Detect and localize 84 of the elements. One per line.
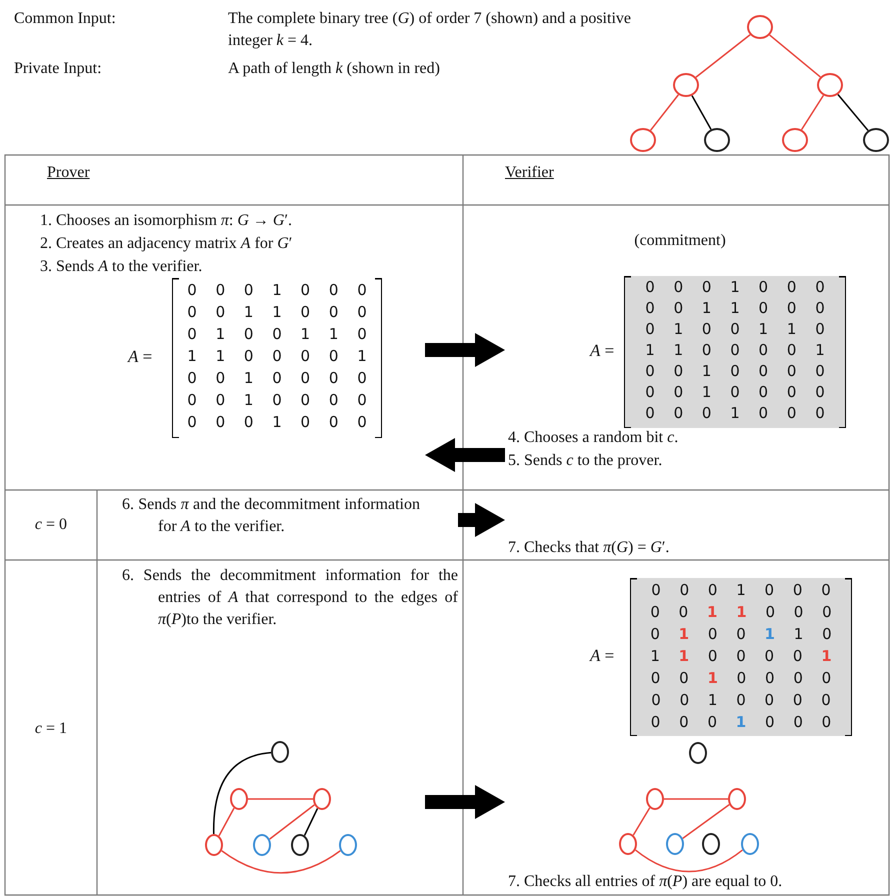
graph-vertex: [728, 788, 746, 810]
matrix-row-text: 0 1 0 0 1 1 0: [186, 324, 368, 345]
graph-edge: [664, 798, 728, 800]
matrix-row-text: 0 0 1 0 0 0 0: [650, 668, 832, 689]
matrix-row-text: 0 0 0 1 0 0 0: [644, 277, 826, 298]
column-heading: Prover: [47, 163, 90, 183]
matrix-row-text: 0 0 1 0 0 0 0: [186, 390, 368, 411]
graph-edge: [635, 849, 743, 872]
graph-edge: [682, 804, 730, 839]
graph-vertex: [673, 73, 699, 97]
graph-vertex: [313, 788, 331, 810]
graph-vertex: [253, 834, 271, 856]
matrix-row-text: 1 1 0 0 0 0 1: [186, 346, 368, 367]
graph-vertex: [291, 834, 309, 856]
step-text: 4. Chooses a random bit c.: [508, 428, 680, 448]
graph-vertex: [271, 741, 289, 763]
graph-vertex: [747, 15, 773, 39]
matrix-row-text: 0 0 0 1 0 0 0: [650, 712, 832, 733]
graph-vertex: [630, 128, 656, 152]
matrix-row-text: 0 0 1 0 0 0 0: [650, 690, 832, 711]
graph-edge: [213, 752, 272, 834]
matrix-label: A =: [590, 341, 614, 361]
matrix-row-text: 0 0 1 0 0 0 0: [644, 382, 826, 403]
graph-edge: [650, 94, 679, 131]
graph-vertex: [230, 788, 248, 810]
input-label: Common Input:: [14, 9, 117, 29]
graph-vertex: [704, 128, 730, 152]
graph-vertex: [619, 833, 637, 855]
adjacency-matrix: [590, 578, 852, 736]
step-text: 1. Chooses an isomorphism π: G → G′.: [40, 211, 293, 231]
matrix-row-text: 1 1 0 0 0 0 1: [644, 340, 826, 361]
graph-vertex: [817, 73, 843, 97]
graph-vertex: [689, 742, 707, 764]
graph-edge: [691, 95, 712, 130]
matrix-row-text: 0 0 0 1 0 0 0: [186, 412, 368, 433]
matrix-row-text: 0 0 1 0 0 0 0: [186, 368, 368, 389]
graph-edge: [695, 34, 751, 78]
graph-vertex: [339, 834, 357, 856]
block-arrow: [425, 438, 505, 472]
graph-vertex: [666, 833, 684, 855]
step-text: 5. Sends c to the prover.: [508, 451, 664, 471]
graph-edge: [304, 808, 318, 836]
column-heading: Verifier: [505, 163, 554, 183]
matrix-row-text: 0 1 0 0 1 1 0: [644, 319, 826, 340]
commitment-note: (commitment): [633, 231, 727, 251]
graph-edge: [632, 807, 650, 836]
graph-vertex: [702, 833, 720, 855]
step-text: 3. Sends A to the verifier.: [40, 257, 204, 277]
graph-vertex: [646, 788, 664, 810]
matrix-row-text: 0 0 0 1 0 0 0: [644, 403, 826, 424]
matrix-row-text: 1 1 0 0 0 0 1: [649, 646, 833, 667]
graph-edge: [800, 94, 824, 130]
matrix-row-text: 0 0 0 1 0 0 0: [650, 580, 832, 601]
step-text: 6. Sends the decommitment information for the entries of A that correspond to the edges of π(P)to the verifier.: [122, 566, 458, 630]
matrix-row-text: 0 1 0 0 1 1 0: [649, 624, 833, 645]
graph-edge: [218, 808, 235, 836]
matrix-row-text: 0 0 1 1 0 0 0: [644, 298, 826, 319]
input-label: Private Input:: [14, 59, 103, 79]
matrix-row-text: 0 0 1 0 0 0 0: [644, 361, 826, 382]
matrix-row-text: 0 0 0 1 0 0 0: [186, 280, 368, 301]
matrix-label: A =: [128, 347, 152, 367]
step-text: 2. Creates an adjacency matrix A for G′: [40, 234, 294, 254]
graph-vertex: [741, 833, 759, 855]
matrix-label: A =: [590, 646, 614, 666]
step-text: 7. Checks all entries of π(P) are equal to 0.: [508, 872, 784, 892]
step-text: 6. Sends π and the decommitment information for A to the verifier.: [122, 495, 420, 537]
graph-vertex: [205, 834, 223, 856]
block-arrow: [458, 503, 505, 537]
matrix-row-text: 0 0 1 1 0 0 0: [186, 302, 368, 323]
block-arrow: [425, 785, 505, 819]
matrix-row-text: 0 0 1 1 0 0 0: [649, 602, 833, 623]
graph-edge: [269, 804, 315, 840]
graph-edge: [248, 798, 313, 800]
case-label: c = 1: [34, 719, 68, 739]
input-description: The complete binary tree (G) of order 7 (shown) and a positive integer k = 4.: [228, 9, 632, 51]
graph-edge: [769, 34, 821, 78]
step-text: 7. Checks that π(G) = G′.: [508, 538, 670, 558]
graph-edge: [221, 850, 341, 874]
case-label: c = 0: [34, 515, 68, 535]
block-arrow: [425, 333, 505, 367]
input-description: A path of length k (shown in red): [228, 59, 441, 79]
graph-vertex: [782, 128, 808, 152]
graph-edge: [837, 94, 869, 131]
graph-vertex: [863, 128, 889, 152]
